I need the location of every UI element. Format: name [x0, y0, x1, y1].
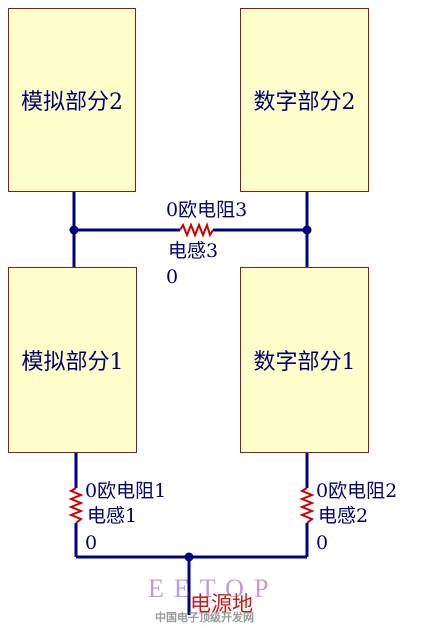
- resistor-2-label: 0欧电阻2: [316, 480, 398, 502]
- junction-dot: [302, 225, 312, 235]
- inductor-1-label: 电感1: [87, 505, 138, 527]
- ground-label: 电源地: [190, 592, 253, 616]
- resistor-1-label: 0欧电阻1: [85, 480, 167, 502]
- junction-dot: [184, 552, 194, 562]
- resistor-left: [68, 487, 84, 524]
- inductor-2-label: 电感2: [318, 505, 369, 527]
- block-analog-1: 模拟部分1: [8, 267, 137, 453]
- inductor-3-label: 电感3: [168, 240, 219, 262]
- block-digital-2: 数字部分2: [240, 8, 369, 192]
- resistor-top: [179, 221, 214, 238]
- block-analog-2: 模拟部分2: [8, 8, 136, 192]
- inductor-3-value: 0: [166, 266, 179, 288]
- watermark-logo: EETOP: [148, 574, 279, 603]
- resistor-right: [299, 487, 315, 524]
- junction-dot: [69, 225, 79, 235]
- resistor-3-label: 0欧电阻3: [166, 199, 248, 221]
- block-digital-1: 数字部分1: [240, 267, 369, 453]
- watermark-site: 中国电子顶级开发网: [155, 611, 254, 624]
- inductor-1-value: 0: [85, 532, 98, 554]
- inductor-2-value: 0: [316, 532, 329, 554]
